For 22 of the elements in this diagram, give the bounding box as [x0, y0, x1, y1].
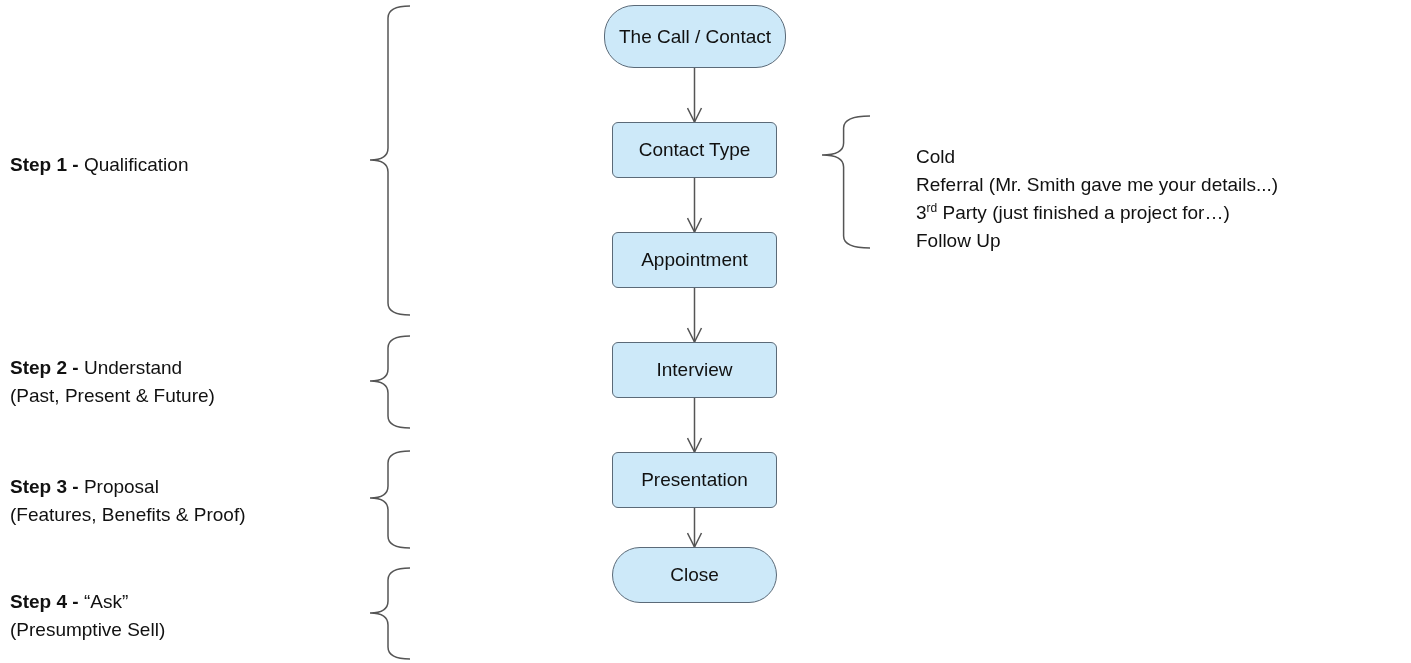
- process-box: Appointment: [612, 232, 777, 288]
- step-note: (Presumptive Sell): [10, 619, 166, 641]
- list-item: Referral (Mr. Smith gave me your details...): [916, 174, 1279, 196]
- process-box: Interview: [612, 342, 777, 398]
- list-item: Cold: [916, 146, 956, 168]
- process-box: Presentation: [612, 452, 777, 508]
- arrow: [686, 67, 703, 123]
- arrow: [686, 507, 703, 548]
- step-label: Step 1 - Qualification: [10, 154, 189, 176]
- list-item: 3$^{rd}$ Party (just finished a project for…): [916, 202, 1230, 224]
- list-item: Follow Up: [916, 230, 1001, 252]
- terminal-box: The Call / Contact: [604, 5, 786, 68]
- arrow: [686, 177, 703, 233]
- step-label: Step 4 - “Ask”: [10, 591, 129, 613]
- arrow: [686, 397, 703, 453]
- process-box: Contact Type: [612, 122, 777, 178]
- step-label: Step 2 - Understand: [10, 357, 183, 379]
- arrow: [686, 287, 703, 343]
- step-note: (Features, Benefits & Proof): [10, 504, 246, 526]
- step-label: Step 3 - Proposal: [10, 476, 159, 498]
- step-note: (Past, Present & Future): [10, 385, 215, 407]
- terminal-box: Close: [612, 547, 777, 603]
